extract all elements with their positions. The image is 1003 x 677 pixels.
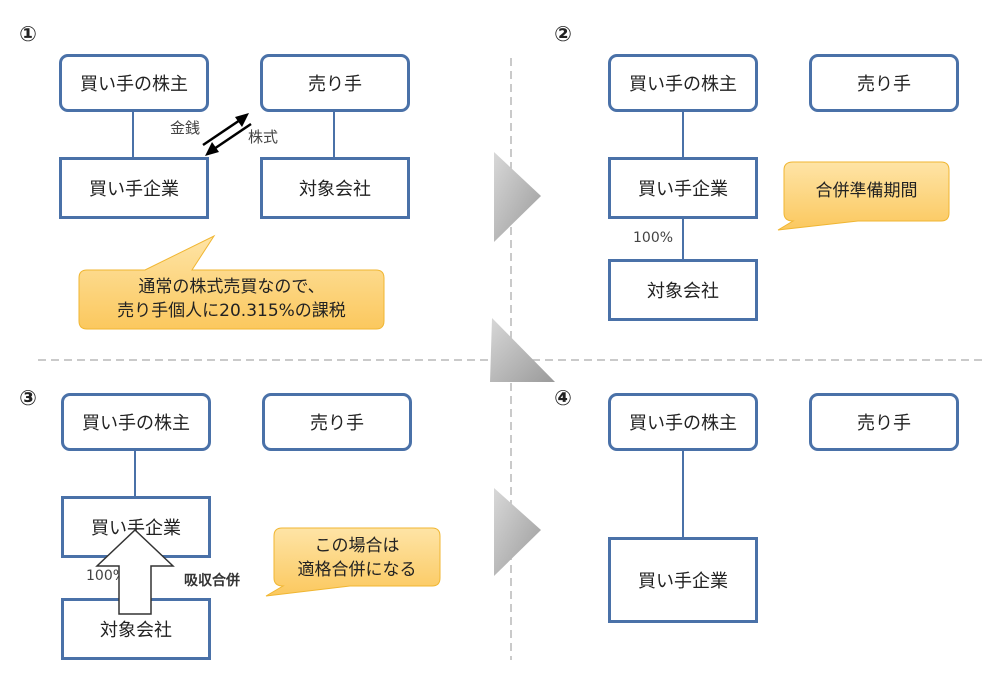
callout-text-3: この場合は 適格合併になる [274,534,440,582]
buyer-company-box: 買い手企業 [608,537,758,623]
seller-box: 売り手 [262,393,412,451]
step-number-3: ③ [19,386,37,410]
step-arrow-2-to-3 [490,318,555,382]
connector-line [333,110,335,158]
seller-box: 売り手 [809,393,959,451]
buyer-shareholder-box: 買い手の株主 [59,54,209,112]
ownership-label: 100% [633,230,674,246]
callout-text-1: 通常の株式売買なので、 売り手個人に20.315%の課税 [79,275,384,323]
callout-balloon-3 [265,527,441,597]
step-arrow-3-to-4 [494,488,541,576]
seller-box: 売り手 [260,54,410,112]
connector-line [132,110,134,158]
connector-line [682,217,684,261]
shares-label: 株式 [248,128,279,146]
connector-line [134,450,136,498]
callout-text-2: 合併準備期間 [815,181,918,201]
money-arrow-icon [202,113,249,147]
connector-line [682,450,684,540]
step-arrow-1-to-2 [494,152,541,242]
shares-arrow-icon [205,122,252,156]
buyer-company-box: 買い手企業 [608,157,758,219]
step-number-1: ① [19,22,37,46]
buyer-shareholder-box: 買い手の株主 [61,393,211,451]
callout-line: この場合は [314,536,400,556]
merger-arrow-icon [95,528,175,615]
money-label: 金銭 [170,119,201,137]
ownership-label: 100% [86,568,127,584]
step-number-4: ④ [554,386,572,410]
buyer-shareholder-box: 買い手の株主 [608,54,758,112]
target-company-box: 対象会社 [260,157,410,219]
seller-box: 売り手 [809,54,959,112]
step-number-2: ② [554,22,572,46]
callout-line: 売り手個人に20.315%の課税 [117,301,346,321]
callout-balloon-1 [78,234,385,330]
target-company-box: 対象会社 [608,259,758,321]
buyer-company-box: 買い手企業 [61,496,211,558]
merger-label: 吸収合併 [184,573,240,589]
buyer-company-box: 買い手企業 [59,157,209,219]
connector-line [682,110,684,158]
callout-line: 通常の株式売買なので、 [138,277,325,297]
buyer-shareholder-box: 買い手の株主 [608,393,758,451]
callout-balloon-2 [777,161,950,231]
callout-line: 適格合併になる [297,560,417,580]
